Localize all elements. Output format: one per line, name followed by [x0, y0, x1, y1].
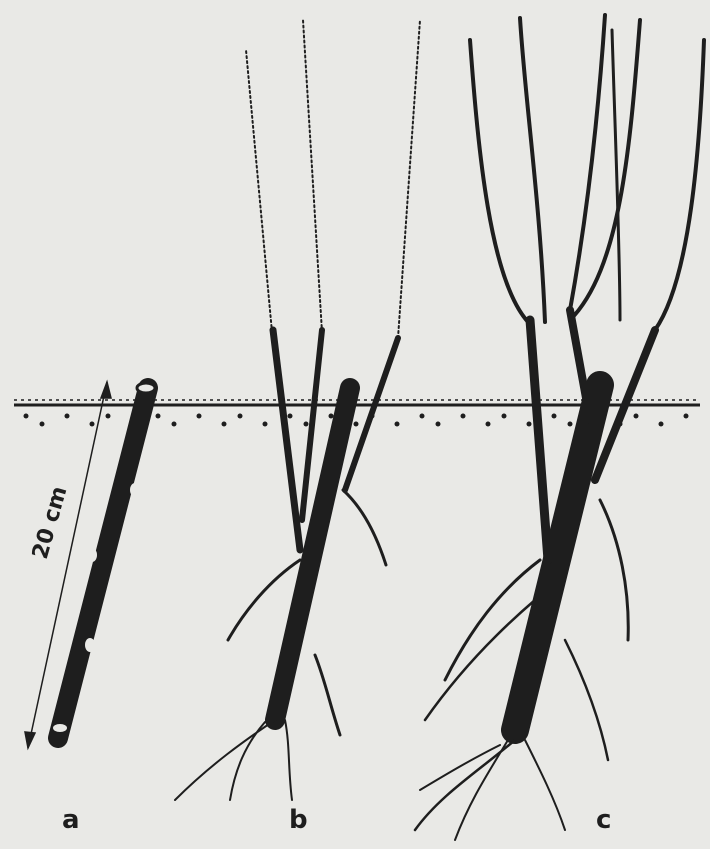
soil-speck: [65, 414, 70, 419]
soil-speck: [354, 422, 359, 427]
soil-speck: [172, 422, 177, 427]
soil-speck: [156, 414, 161, 419]
soil-speck: [634, 414, 639, 419]
soil-speck: [238, 414, 243, 419]
soil-speck: [461, 414, 466, 419]
soil-speck: [684, 414, 689, 419]
soil-speck: [527, 422, 532, 427]
soil-speck: [263, 422, 268, 427]
soil-speck: [395, 422, 400, 427]
soil-speck: [288, 414, 293, 419]
soil-speck: [304, 422, 309, 427]
soil-speck: [24, 414, 29, 419]
plant-b: [175, 20, 420, 800]
soil-speck: [420, 414, 425, 419]
soil-speck: [486, 422, 491, 427]
soil-speck: [222, 422, 227, 427]
panel-label-c: c: [596, 805, 611, 835]
soil-speck: [659, 422, 664, 427]
soil-speck: [436, 422, 441, 427]
plant-c: [415, 15, 704, 840]
soil-speck: [329, 414, 334, 419]
soil-speck: [40, 422, 45, 427]
panel-label-a: a: [62, 805, 80, 835]
soil-speck: [90, 422, 95, 427]
soil-speck: [552, 414, 557, 419]
soil-speck: [502, 414, 507, 419]
panel-label-b: b: [289, 805, 308, 835]
soil-speck: [568, 422, 573, 427]
soil-speck: [106, 414, 111, 419]
soil-speck: [197, 414, 202, 419]
